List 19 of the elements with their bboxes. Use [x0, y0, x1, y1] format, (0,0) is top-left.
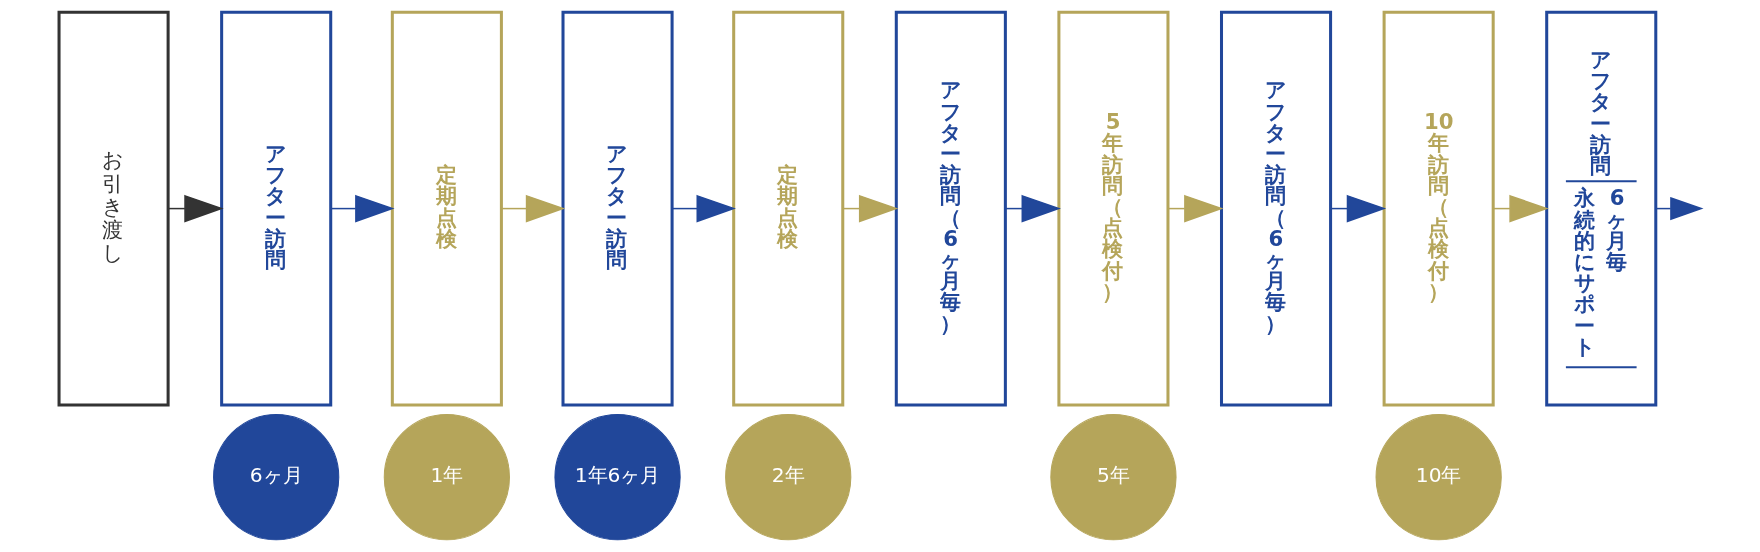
node-box: お引き渡し	[57, 10, 170, 407]
node-box: アフター訪問 永続的にサポート 6ヶ月毎	[1544, 10, 1657, 407]
node-circle: 1年6ヶ月	[553, 414, 681, 541]
node-box: 5年訪問（点検付）	[1056, 10, 1169, 407]
node-box: アフター訪問	[219, 10, 332, 407]
node-circle: 5年	[1049, 414, 1177, 541]
arrow	[671, 194, 736, 223]
node-box: 定期点検	[731, 10, 844, 407]
node-circle: 10年	[1375, 414, 1502, 541]
node-box: アフター訪問（6ヶ月毎）	[1219, 10, 1332, 407]
node-box: アフター訪問	[561, 10, 674, 407]
arrow	[329, 194, 395, 223]
node-circle: 1年	[383, 414, 510, 541]
node-circle: 2年	[724, 414, 851, 541]
arrow	[500, 194, 565, 223]
node-circle: 6ヶ月	[212, 414, 339, 541]
node-box: 10年訪問（点検付）	[1382, 10, 1495, 407]
node-box: アフター訪問（6ヶ月毎）	[894, 10, 1007, 407]
node-box: 定期点検	[390, 10, 503, 407]
